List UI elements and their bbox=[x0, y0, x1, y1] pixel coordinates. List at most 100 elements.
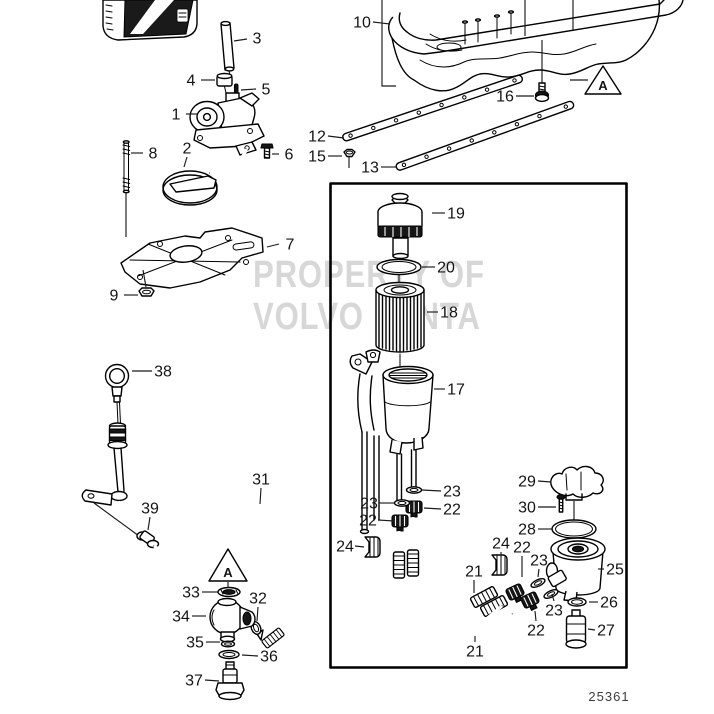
callout-22: 22 bbox=[527, 623, 545, 640]
callout-23: 23 bbox=[443, 484, 461, 501]
part-hose-21-inner bbox=[406, 516, 503, 640]
part-bolt-6 bbox=[260, 143, 274, 159]
watermark-line-2: VOLVO PENTA bbox=[253, 296, 481, 338]
callout-leader-23 bbox=[551, 593, 555, 602]
callout-4: 4 bbox=[187, 73, 196, 90]
callout-8: 8 bbox=[149, 146, 158, 163]
callout-leader-22 bbox=[377, 519, 395, 522]
part-gasket-13 bbox=[395, 100, 575, 171]
callout-22: 22 bbox=[359, 513, 377, 530]
part-stud-8 bbox=[122, 140, 131, 237]
volvo-penta-logo bbox=[102, 0, 198, 41]
part-screw-30 bbox=[556, 494, 566, 513]
callout-leader-39 bbox=[147, 516, 151, 531]
part-bolt-39 bbox=[136, 530, 160, 549]
part-connector-4 bbox=[216, 72, 233, 94]
callout-leader-12 bbox=[327, 135, 345, 139]
callout-leader-10 bbox=[372, 21, 391, 25]
callout-9: 9 bbox=[110, 288, 119, 305]
callout-27: 27 bbox=[597, 623, 615, 640]
part-strainer-2 bbox=[162, 148, 248, 206]
callout-15: 15 bbox=[308, 149, 326, 166]
callout-22: 22 bbox=[513, 540, 531, 557]
part-oil-pump-1 bbox=[189, 92, 265, 156]
part-nut-15 bbox=[343, 148, 356, 168]
part-bolt-16 bbox=[534, 40, 550, 103]
callout-7: 7 bbox=[286, 237, 295, 254]
part-o-ring-36 bbox=[218, 649, 240, 660]
callout-leader-2 bbox=[183, 156, 188, 168]
callout-18: 18 bbox=[440, 305, 458, 322]
part-o-ring-26 bbox=[567, 597, 587, 607]
callout-leader-37 bbox=[204, 679, 220, 682]
drawing-number: 25361 bbox=[588, 689, 629, 704]
part-hose-21-outer bbox=[392, 530, 513, 655]
callout-30: 30 bbox=[518, 500, 536, 517]
detail-box bbox=[329, 182, 628, 669]
callout-19: 19 bbox=[447, 206, 465, 223]
callout-29: 29 bbox=[518, 474, 536, 491]
marker-a-top-label: A bbox=[598, 78, 608, 93]
part-oil-pan-10 bbox=[381, 0, 684, 92]
callout-21: 21 bbox=[466, 644, 484, 661]
watermark-line-1: PROPERTY OF bbox=[253, 254, 485, 296]
part-valve-34 bbox=[209, 597, 256, 643]
callout-leader-3 bbox=[233, 38, 248, 42]
callouts-layer: 1234567891012131516171819202121222222222… bbox=[110, 15, 624, 690]
callout-5: 5 bbox=[262, 82, 271, 99]
part-baffle-plate-7 bbox=[120, 227, 264, 289]
part-cover-29 bbox=[550, 465, 604, 538]
callout-leader-7 bbox=[266, 243, 280, 248]
callout-36: 36 bbox=[260, 649, 278, 666]
part-filter-cap-19 bbox=[377, 192, 423, 263]
callout-21: 21 bbox=[465, 564, 483, 581]
callout-32: 32 bbox=[249, 591, 267, 608]
callout-23: 23 bbox=[530, 553, 548, 570]
callout-leader-36 bbox=[241, 654, 259, 657]
callout-13: 13 bbox=[361, 160, 379, 177]
callout-20: 20 bbox=[437, 260, 455, 277]
callout-12: 12 bbox=[308, 129, 326, 146]
callout-38: 38 bbox=[154, 364, 172, 381]
part-filter-housing-17 bbox=[349, 349, 434, 535]
callout-23: 23 bbox=[360, 496, 378, 513]
callout-leader-32 bbox=[256, 606, 259, 622]
part-washer-33 bbox=[217, 586, 241, 598]
callout-24: 24 bbox=[492, 536, 510, 553]
watermark: PROPERTY OF VOLVO PENTA bbox=[253, 254, 485, 338]
marker-a-bottom-label: A bbox=[223, 565, 233, 580]
part-plug-37 bbox=[215, 661, 245, 701]
callout-leader-29 bbox=[537, 480, 552, 483]
callout-33: 33 bbox=[182, 585, 200, 602]
callout-37: 37 bbox=[185, 673, 203, 690]
part-o-ring-28 bbox=[551, 519, 597, 539]
callout-leader-24 bbox=[354, 545, 365, 548]
callout-leader-5 bbox=[240, 88, 257, 91]
part-clip-24-left bbox=[364, 536, 381, 558]
part-washer-23-mid bbox=[529, 576, 547, 590]
callout-17: 17 bbox=[447, 382, 465, 399]
marker-triangle-a-top: A bbox=[584, 65, 622, 95]
callout-leader-22 bbox=[423, 507, 442, 510]
callout-6: 6 bbox=[285, 147, 294, 164]
callout-leader-23 bbox=[537, 568, 540, 578]
callout-1: 1 bbox=[172, 107, 181, 124]
callout-10: 10 bbox=[353, 15, 371, 32]
part-nut-9 bbox=[138, 287, 155, 297]
callout-23: 23 bbox=[545, 603, 563, 620]
part-fitting-22-left bbox=[391, 514, 409, 532]
part-adapter-25 bbox=[545, 537, 606, 602]
part-o-ring-35 bbox=[220, 640, 236, 648]
callout-26: 26 bbox=[600, 595, 618, 612]
part-washer-23-left bbox=[393, 499, 411, 507]
part-filter-element-18 bbox=[375, 281, 425, 373]
callout-leader-27 bbox=[587, 628, 596, 631]
callout-leader-23 bbox=[421, 489, 442, 492]
part-o-ring-20 bbox=[376, 258, 422, 284]
callout-3: 3 bbox=[253, 31, 262, 48]
callout-35: 35 bbox=[186, 635, 204, 652]
part-washer-23-right bbox=[405, 486, 423, 494]
callout-28: 28 bbox=[518, 522, 536, 539]
